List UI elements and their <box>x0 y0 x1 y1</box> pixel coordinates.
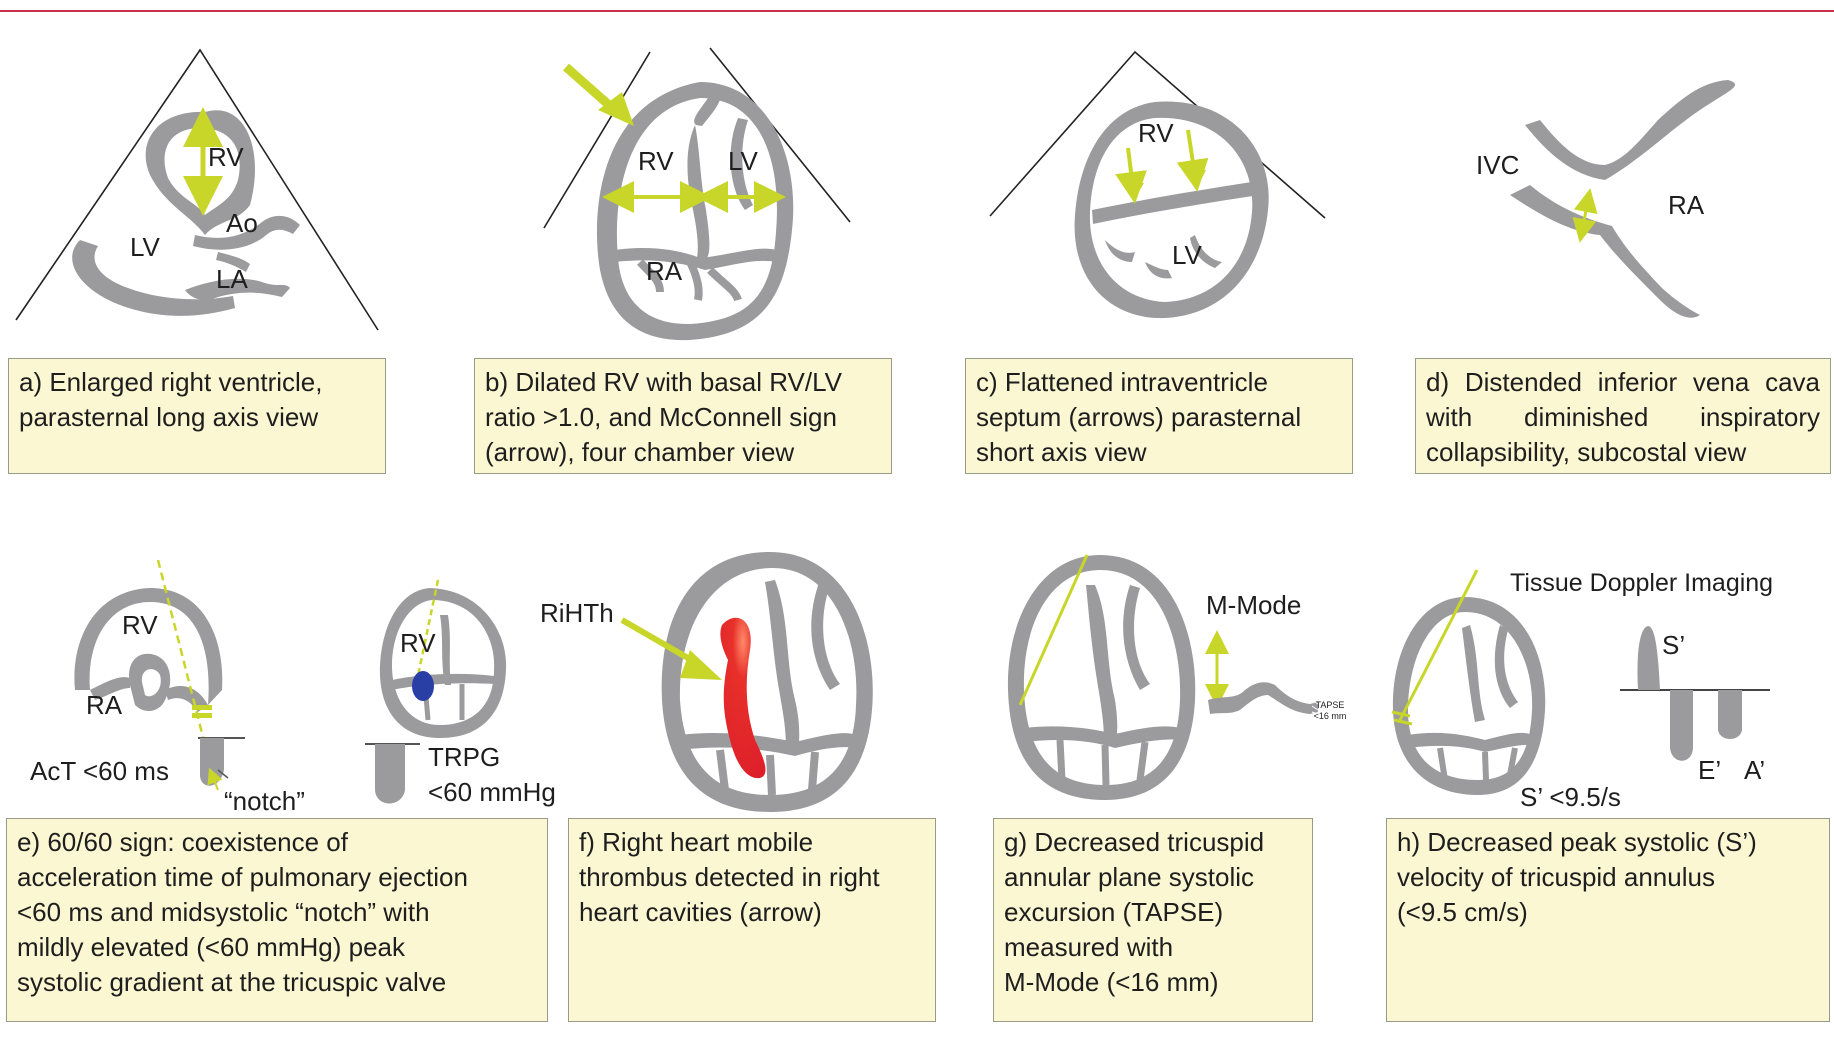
caption-g: g) Decreased tricuspid annular plane sys… <box>993 818 1313 1022</box>
panel-b-drawing <box>544 48 850 340</box>
label-h-s: S’ <box>1662 630 1685 660</box>
label-f-rihth: RiHTh <box>540 598 614 628</box>
label-h-a: A’ <box>1744 755 1765 785</box>
label-g-tapse-value: <16 mm <box>1308 711 1352 721</box>
label-h-tdi: Tissue Doppler Imaging <box>1510 568 1773 598</box>
panel-f-drawing <box>622 552 873 812</box>
label-b-lv: LV <box>728 146 758 176</box>
caption-e: e) 60/60 sign: coexistence of accelerati… <box>6 818 548 1022</box>
label-h-e: E’ <box>1698 755 1721 785</box>
caption-f: f) Right heart mobile thrombus detected … <box>568 818 936 1022</box>
label-g-mmode: M-Mode <box>1206 590 1301 620</box>
label-a-ao: Ao <box>226 208 258 238</box>
label-e-trpg-value: <60 mmHg <box>428 777 556 807</box>
label-e-notch: “notch” <box>224 786 305 816</box>
caption-d: d) Distended inferior vena cava with dim… <box>1415 358 1831 474</box>
label-e-rv-small: RV <box>400 628 436 658</box>
panel-a-drawing <box>16 50 378 330</box>
label-a-rv: RV <box>208 142 244 172</box>
label-h-svel: S’ <9.5/s <box>1520 782 1621 812</box>
caption-b: b) Dilated RV with basal RV/LV ratio >1.… <box>474 358 892 474</box>
label-d-ivc: IVC <box>1476 150 1519 180</box>
caption-a: a) Enlarged right ventricle, parasternal… <box>8 358 386 474</box>
label-c-lv: LV <box>1172 240 1202 270</box>
label-g-tapse: TAPSE <box>1308 700 1352 710</box>
label-b-rv: RV <box>638 146 674 176</box>
label-a-la: LA <box>216 264 248 294</box>
caption-h: h) Decreased peak systolic (S’) velocity… <box>1386 818 1830 1022</box>
label-b-ra: RA <box>646 256 682 286</box>
label-e-act: AcT <60 ms <box>30 756 169 786</box>
caption-c: c) Flattened intraventricle septum (arro… <box>965 358 1353 474</box>
label-d-ra: RA <box>1668 190 1704 220</box>
label-e-rv: RV <box>122 610 158 640</box>
label-e-trpg: TRPG <box>428 742 500 772</box>
label-c-rv: RV <box>1138 118 1174 148</box>
label-a-lv: LV <box>130 232 160 262</box>
panel-c-drawing <box>990 52 1325 318</box>
label-e-ra: RA <box>86 690 122 720</box>
